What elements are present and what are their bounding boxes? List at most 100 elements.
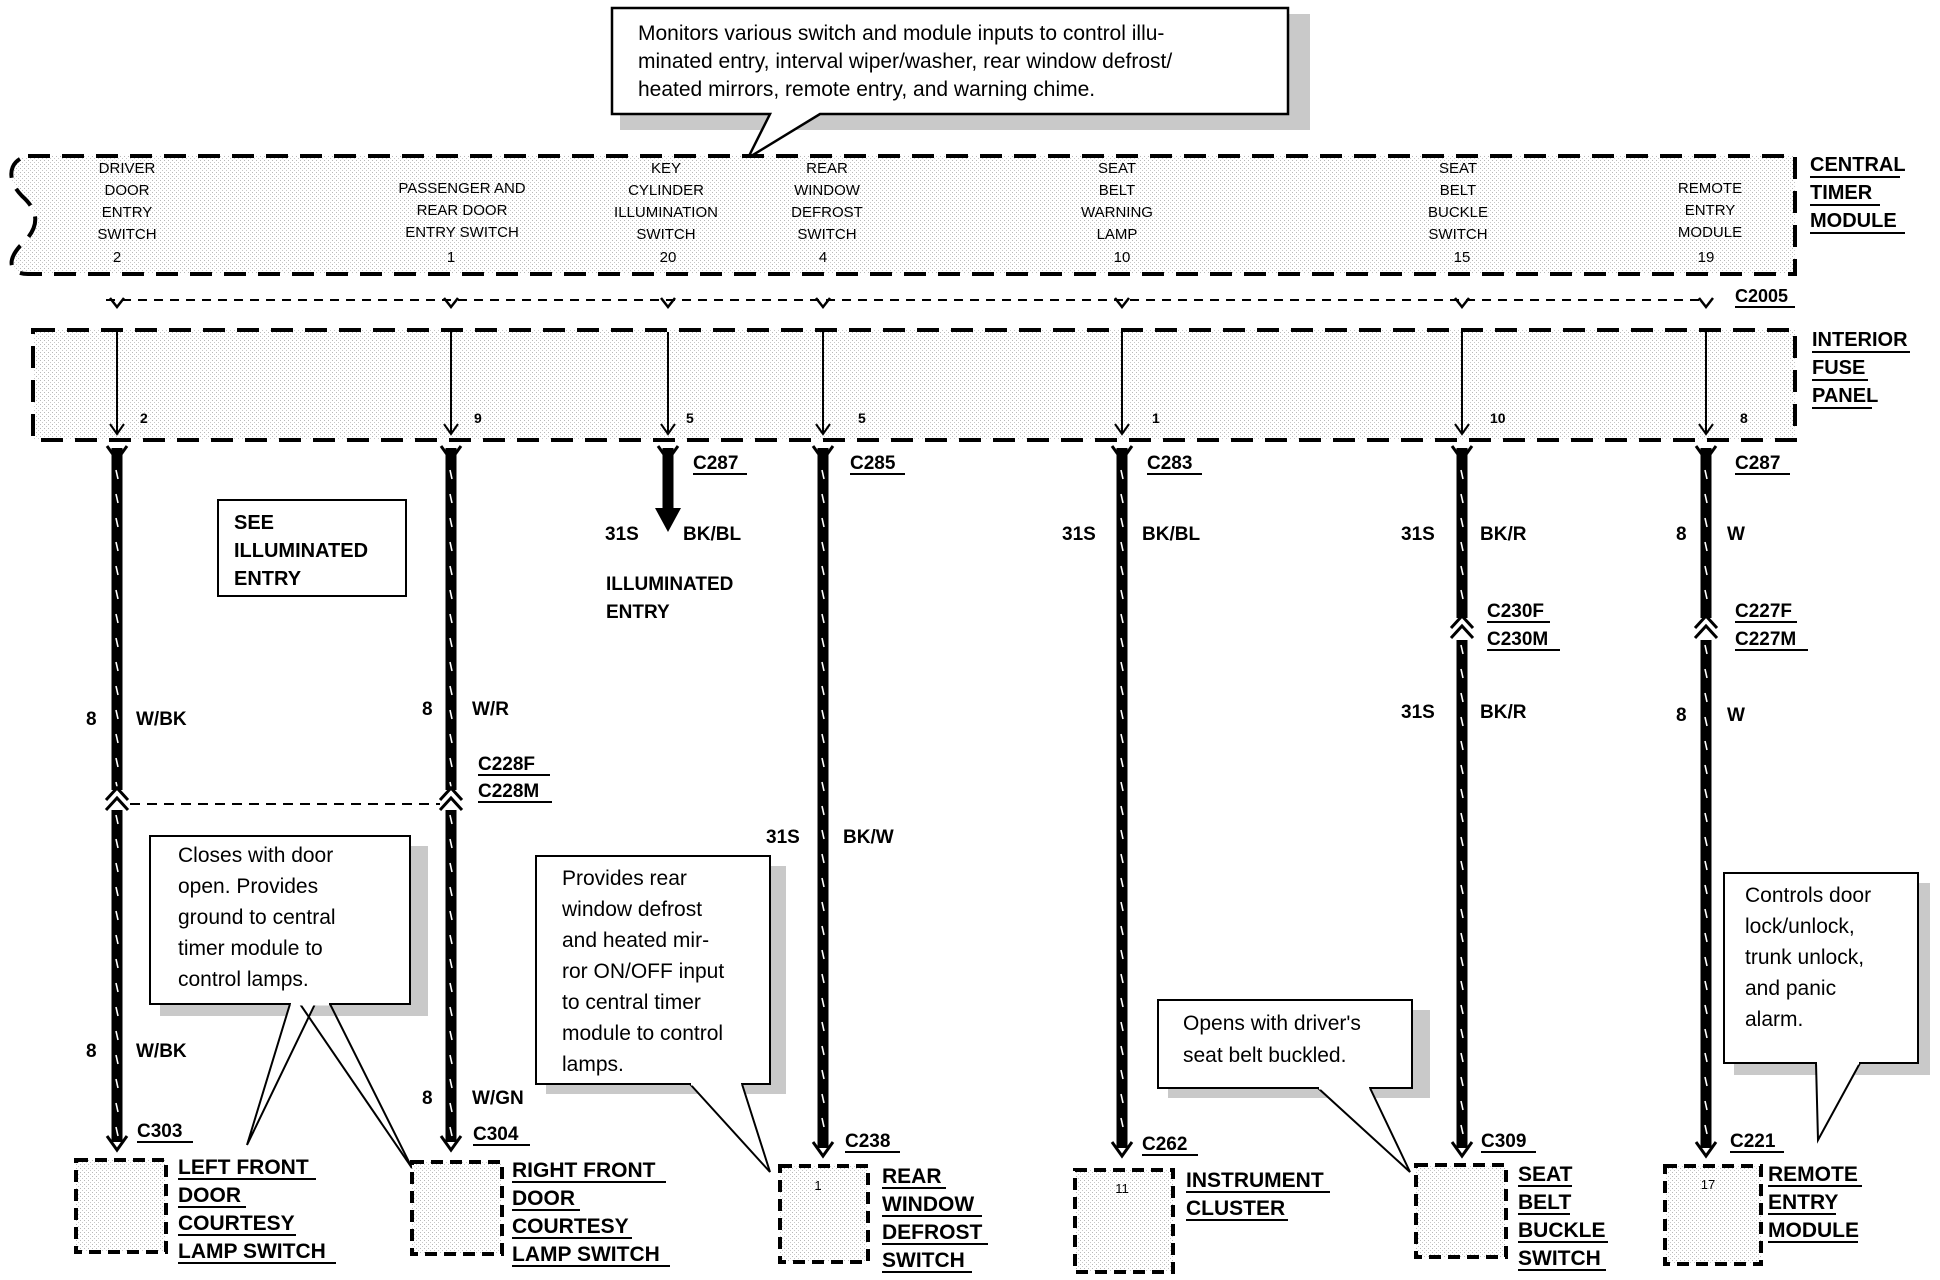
wire-stripe bbox=[1704, 565, 1708, 576]
connector-label: C287 bbox=[693, 453, 738, 474]
wire-stripe bbox=[1704, 836, 1708, 847]
svg-text:seat belt buckled.: seat belt buckled. bbox=[1183, 1044, 1346, 1067]
connector-label: C2005 bbox=[1735, 286, 1788, 306]
wire-stripe bbox=[1460, 1124, 1464, 1135]
input-label: PASSENGER AND bbox=[398, 180, 525, 197]
svg-text:alarm.: alarm. bbox=[1745, 1008, 1803, 1031]
wire-bottom-marks bbox=[105, 1135, 1718, 1159]
ctm-label-line: MODULE bbox=[1810, 210, 1897, 232]
svg-text:CLUSTER: CLUSTER bbox=[1186, 1197, 1285, 1220]
wire-stripe bbox=[115, 1078, 119, 1089]
wire-stripe bbox=[821, 541, 825, 552]
wire-stripe bbox=[1460, 1100, 1464, 1111]
wire-stripe bbox=[1704, 1076, 1708, 1087]
wire-stripe bbox=[1704, 1028, 1708, 1039]
wire-stripe bbox=[449, 838, 453, 849]
svg-text:lock/unlock,: lock/unlock, bbox=[1745, 915, 1855, 938]
wire-stripe bbox=[821, 709, 825, 720]
wire-stripe bbox=[449, 469, 453, 480]
connector-label: C227M bbox=[1735, 629, 1796, 650]
svg-text:REAR: REAR bbox=[882, 1165, 942, 1188]
connector-c2005: C2005 bbox=[106, 286, 1795, 310]
fuse-pin: 1 bbox=[1152, 410, 1160, 426]
wire-stripe bbox=[115, 1126, 119, 1137]
fuse-pin: 10 bbox=[1490, 410, 1506, 426]
wire-stripe bbox=[449, 934, 453, 945]
svg-text:SEE: SEE bbox=[234, 512, 274, 534]
connector-label: C287 bbox=[1735, 453, 1780, 474]
wire-stripe bbox=[1460, 956, 1464, 967]
wire-stripe bbox=[821, 685, 825, 696]
connector-label: C221 bbox=[1730, 1131, 1776, 1152]
wire-stripe bbox=[1460, 1004, 1464, 1015]
wire-stripe bbox=[449, 589, 453, 600]
svg-text:LAMP SWITCH: LAMP SWITCH bbox=[512, 1243, 660, 1266]
connector-label: C227F bbox=[1735, 601, 1792, 622]
wire-stripe bbox=[821, 613, 825, 624]
ctm-pin: 10 bbox=[1114, 249, 1131, 266]
svg-text:ror ON/OFF input: ror ON/OFF input bbox=[562, 960, 724, 983]
svg-text:SWITCH: SWITCH bbox=[882, 1249, 965, 1272]
wire-stripe bbox=[821, 733, 825, 744]
wire-stripe bbox=[1120, 925, 1124, 936]
wire-stripe bbox=[449, 958, 453, 969]
connector-label: C228M bbox=[478, 781, 539, 802]
svg-text:and panic: and panic bbox=[1745, 977, 1836, 1000]
wire-stripe bbox=[1460, 884, 1464, 895]
wire-stripe bbox=[1120, 997, 1124, 1008]
svg-text:Provides rear: Provides rear bbox=[562, 867, 687, 890]
wire-stripe bbox=[1120, 1045, 1124, 1056]
wire-stripe bbox=[1704, 908, 1708, 919]
fuse-pin: 5 bbox=[858, 410, 866, 426]
component-right-front-door-switch: RIGHT FRONT DOOR COURTESY LAMP SWITCH bbox=[410, 1159, 670, 1267]
input-label: ENTRY SWITCH bbox=[405, 224, 519, 241]
wire-stripe bbox=[449, 541, 453, 552]
ctm-pin: 19 bbox=[1698, 249, 1715, 266]
ctm-pin: 1 bbox=[447, 249, 455, 266]
wire-stripe bbox=[821, 637, 825, 648]
end-pin: 11 bbox=[1115, 1181, 1129, 1196]
wire-color: BK/BL bbox=[1142, 524, 1200, 545]
wire-stripe bbox=[821, 997, 825, 1008]
wire-stripe bbox=[1460, 860, 1464, 871]
connector-label: C304 bbox=[473, 1124, 519, 1145]
input-label: SWITCH bbox=[636, 226, 695, 243]
svg-text:open. Provides: open. Provides bbox=[178, 875, 318, 898]
wire-gauge: 8 bbox=[422, 699, 433, 720]
connector-label: C230M bbox=[1487, 629, 1548, 650]
input-label: SWITCH bbox=[797, 226, 856, 243]
wire-stripe bbox=[115, 958, 119, 969]
wire-color: W bbox=[1727, 705, 1745, 726]
wire-stripe bbox=[115, 757, 119, 768]
wire-stripe bbox=[1120, 853, 1124, 864]
wire-stripe bbox=[1120, 733, 1124, 744]
wire-stripe bbox=[1120, 1021, 1124, 1032]
wire-stripe bbox=[115, 982, 119, 993]
wire-stripe bbox=[1704, 740, 1708, 751]
wire-stripe bbox=[115, 589, 119, 600]
wire-stripe bbox=[115, 469, 119, 480]
wire-stripe bbox=[1704, 980, 1708, 991]
wire-stripe bbox=[1120, 1069, 1124, 1080]
svg-text:REMOTE: REMOTE bbox=[1768, 1163, 1858, 1186]
buckle-callout: Opens with driver's seat belt buckled. bbox=[1157, 999, 1430, 1173]
wire-gauge: 8 bbox=[1676, 705, 1687, 726]
wire-stripe bbox=[1460, 812, 1464, 823]
wire-stripe bbox=[1704, 884, 1708, 895]
wire-stripe bbox=[1704, 469, 1708, 480]
wire-gauge: 31S bbox=[1401, 524, 1435, 545]
input-label: REAR DOOR bbox=[417, 202, 508, 219]
svg-text:to central timer: to central timer bbox=[562, 991, 701, 1014]
input-label: BELT bbox=[1440, 182, 1476, 199]
wire-stripe bbox=[821, 1069, 825, 1080]
wire-gauge: 31S bbox=[605, 524, 639, 545]
input-label: BUCKLE bbox=[1428, 204, 1488, 221]
wire-stripe bbox=[115, 733, 119, 744]
wire-stripe bbox=[821, 829, 825, 840]
wire-stripe bbox=[449, 1078, 453, 1089]
wire-stripe bbox=[1120, 1117, 1124, 1128]
svg-text:trunk unlock,: trunk unlock, bbox=[1745, 946, 1864, 969]
wire-stripe bbox=[449, 1030, 453, 1041]
input-label: SWITCH bbox=[97, 226, 156, 243]
wire-stripe bbox=[115, 910, 119, 921]
